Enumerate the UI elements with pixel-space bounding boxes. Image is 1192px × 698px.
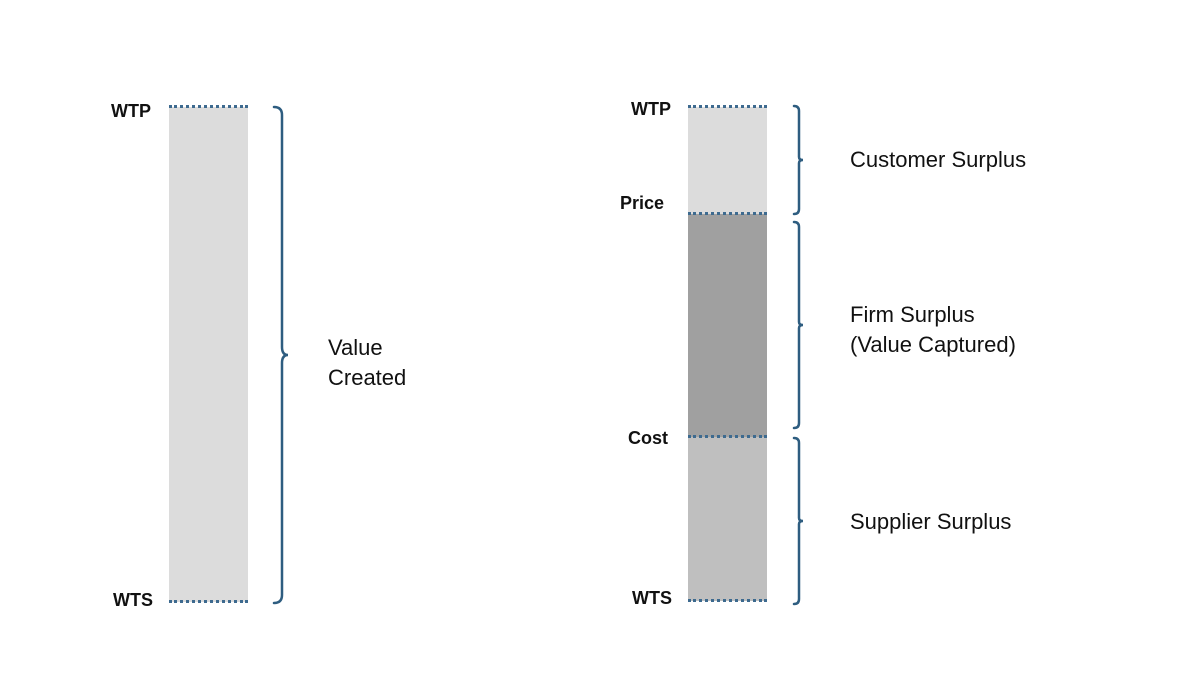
value-created-bar — [169, 107, 248, 602]
firm-surplus-label-line2: (Value Captured) — [850, 332, 1016, 357]
left-wtp-line — [169, 105, 248, 108]
value-created-label-line1: Value — [328, 335, 383, 360]
firm-surplus-bracket-path — [792, 220, 804, 430]
customer-surplus-segment — [688, 107, 767, 214]
value-created-label-line2: Created — [328, 365, 407, 390]
customer-surplus-label: Customer Surplus — [850, 147, 1027, 172]
left-wts-label: WTS — [113, 590, 153, 610]
right-wtp-label: WTP — [631, 99, 671, 119]
customer-surplus-bracket-path — [792, 104, 804, 216]
supplier-surplus-bracket-path — [792, 436, 804, 606]
customer-surplus-bracket — [792, 104, 804, 216]
right-wts-line — [688, 599, 767, 602]
firm-surplus-segment — [688, 214, 767, 437]
cost-label: Cost — [628, 428, 668, 448]
supplier-surplus-label: Supplier Surplus — [850, 509, 1012, 534]
firm-surplus-label-line1: Firm Surplus — [850, 302, 975, 327]
supplier-surplus-bracket — [792, 436, 804, 606]
value-created-bracket-path — [272, 105, 289, 605]
value-created-bracket — [272, 105, 289, 605]
price-line — [688, 212, 767, 215]
right-wts-label: WTS — [632, 588, 672, 608]
right-wtp-line — [688, 105, 767, 108]
left-wts-line — [169, 600, 248, 603]
firm-surplus-bracket — [792, 220, 804, 430]
supplier-surplus-segment — [688, 437, 767, 601]
cost-line — [688, 435, 767, 438]
price-label: Price — [620, 193, 665, 213]
left-wtp-label: WTP — [111, 101, 151, 121]
